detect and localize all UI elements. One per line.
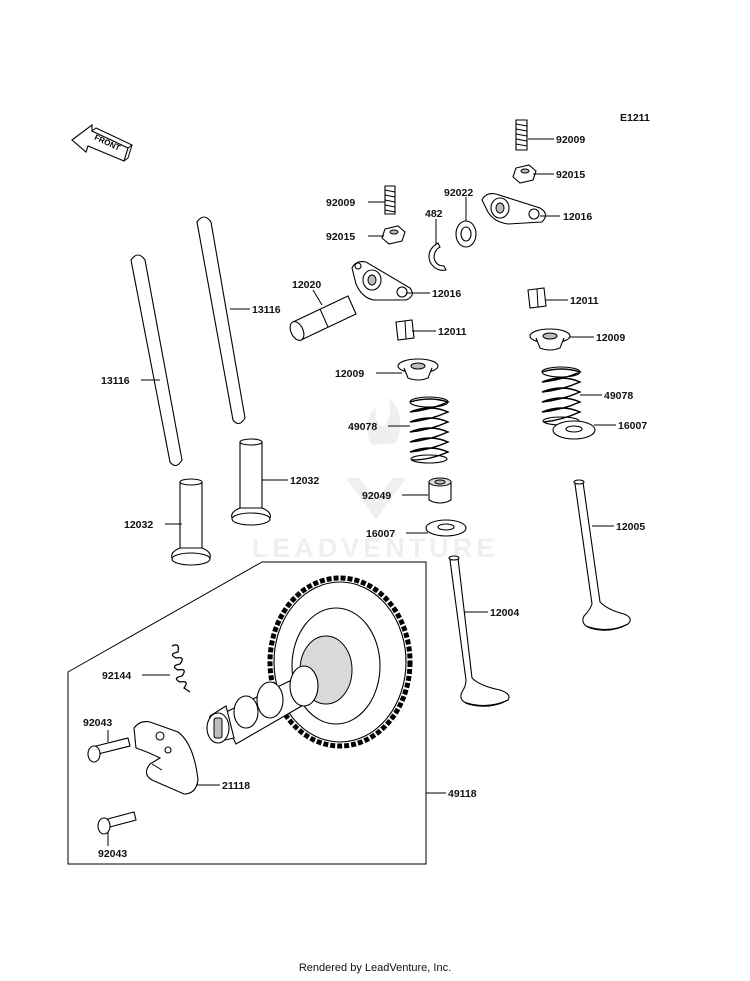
stud-right-icon	[515, 119, 528, 151]
label-rocker-right: 12016	[563, 211, 592, 223]
label-nut-right: 92015	[556, 169, 585, 181]
cam-gear-icon	[267, 575, 413, 749]
label-rocker-left: 12016	[432, 288, 461, 300]
rocker-arm-right-icon	[481, 193, 547, 225]
nut-left-icon	[381, 225, 406, 245]
footer-credit: Rendered by LeadVenture, Inc.	[298, 962, 452, 974]
washer-icon	[455, 220, 477, 248]
rocker-arm-left-icon	[351, 261, 413, 301]
label-seat-left: 16007	[366, 528, 395, 540]
label-tappet-left: 12032	[124, 519, 153, 531]
nut-right-icon	[512, 164, 537, 184]
front-arrow-icon: FRONT	[71, 123, 133, 162]
label-nut-left: 92015	[326, 231, 355, 243]
seat-left-icon	[425, 519, 467, 537]
label-camshaft-assy: 49118	[448, 788, 477, 800]
label-retainer-left: 12009	[335, 368, 364, 380]
keeper-right-icon	[527, 287, 547, 309]
label-keeper-right: 12011	[570, 295, 599, 307]
label-seal-left: 92049	[362, 490, 391, 502]
label-rocker-shaft: 12020	[292, 279, 321, 291]
label-tappet-right: 12032	[290, 475, 319, 487]
leader-lines	[107, 138, 616, 846]
weight-icon	[133, 721, 199, 795]
camshaft-assy-frame	[67, 561, 427, 865]
seal-left-icon	[428, 477, 452, 504]
bolt-bottom-icon	[97, 811, 137, 835]
valve-exhaust-icon	[573, 479, 631, 631]
camshaft-icon	[206, 665, 319, 745]
tappet-left-icon	[171, 478, 211, 566]
pushrod-short-icon	[130, 254, 183, 467]
rocker-shaft-icon	[289, 295, 357, 341]
diagram-code: E1211	[620, 112, 650, 124]
label-retainer-right: 12009	[596, 332, 625, 344]
circlip-icon	[428, 242, 447, 271]
label-seat-right: 16007	[618, 420, 647, 432]
retainer-right-icon	[529, 328, 571, 351]
label-valve-intake: 12004	[490, 607, 519, 619]
label-bolt-top: 92043	[83, 717, 112, 729]
label-keeper-left: 12011	[438, 326, 467, 338]
label-stud-right: 92009	[556, 134, 585, 146]
label-spring-left: 49078	[348, 421, 377, 433]
label-weight: 21118	[222, 780, 250, 792]
pushrod-long-icon	[196, 216, 246, 425]
label-bolt-bottom: 92043	[98, 848, 127, 860]
tappet-right-icon	[231, 438, 271, 526]
seat-right-icon	[552, 420, 596, 440]
spring-right-icon	[541, 366, 582, 426]
valve-intake-icon	[448, 555, 510, 707]
label-washer-right: 92022	[444, 187, 473, 199]
cam-spring-icon	[171, 644, 191, 693]
label-cam-spring: 92144	[102, 670, 131, 682]
keeper-left-icon	[395, 319, 415, 341]
spring-left-icon	[409, 396, 450, 464]
label-stud-left: 92009	[326, 197, 355, 209]
label-circlip: 482	[425, 208, 443, 220]
label-spring-right: 49078	[604, 390, 633, 402]
retainer-left-icon	[397, 358, 439, 381]
label-valve-exhaust: 12005	[616, 521, 645, 533]
bolt-top-icon	[87, 737, 131, 763]
stud-left-icon	[384, 185, 396, 215]
label-pushrod-short: 13116	[101, 375, 130, 387]
label-pushrod-long: 13116	[252, 304, 281, 316]
